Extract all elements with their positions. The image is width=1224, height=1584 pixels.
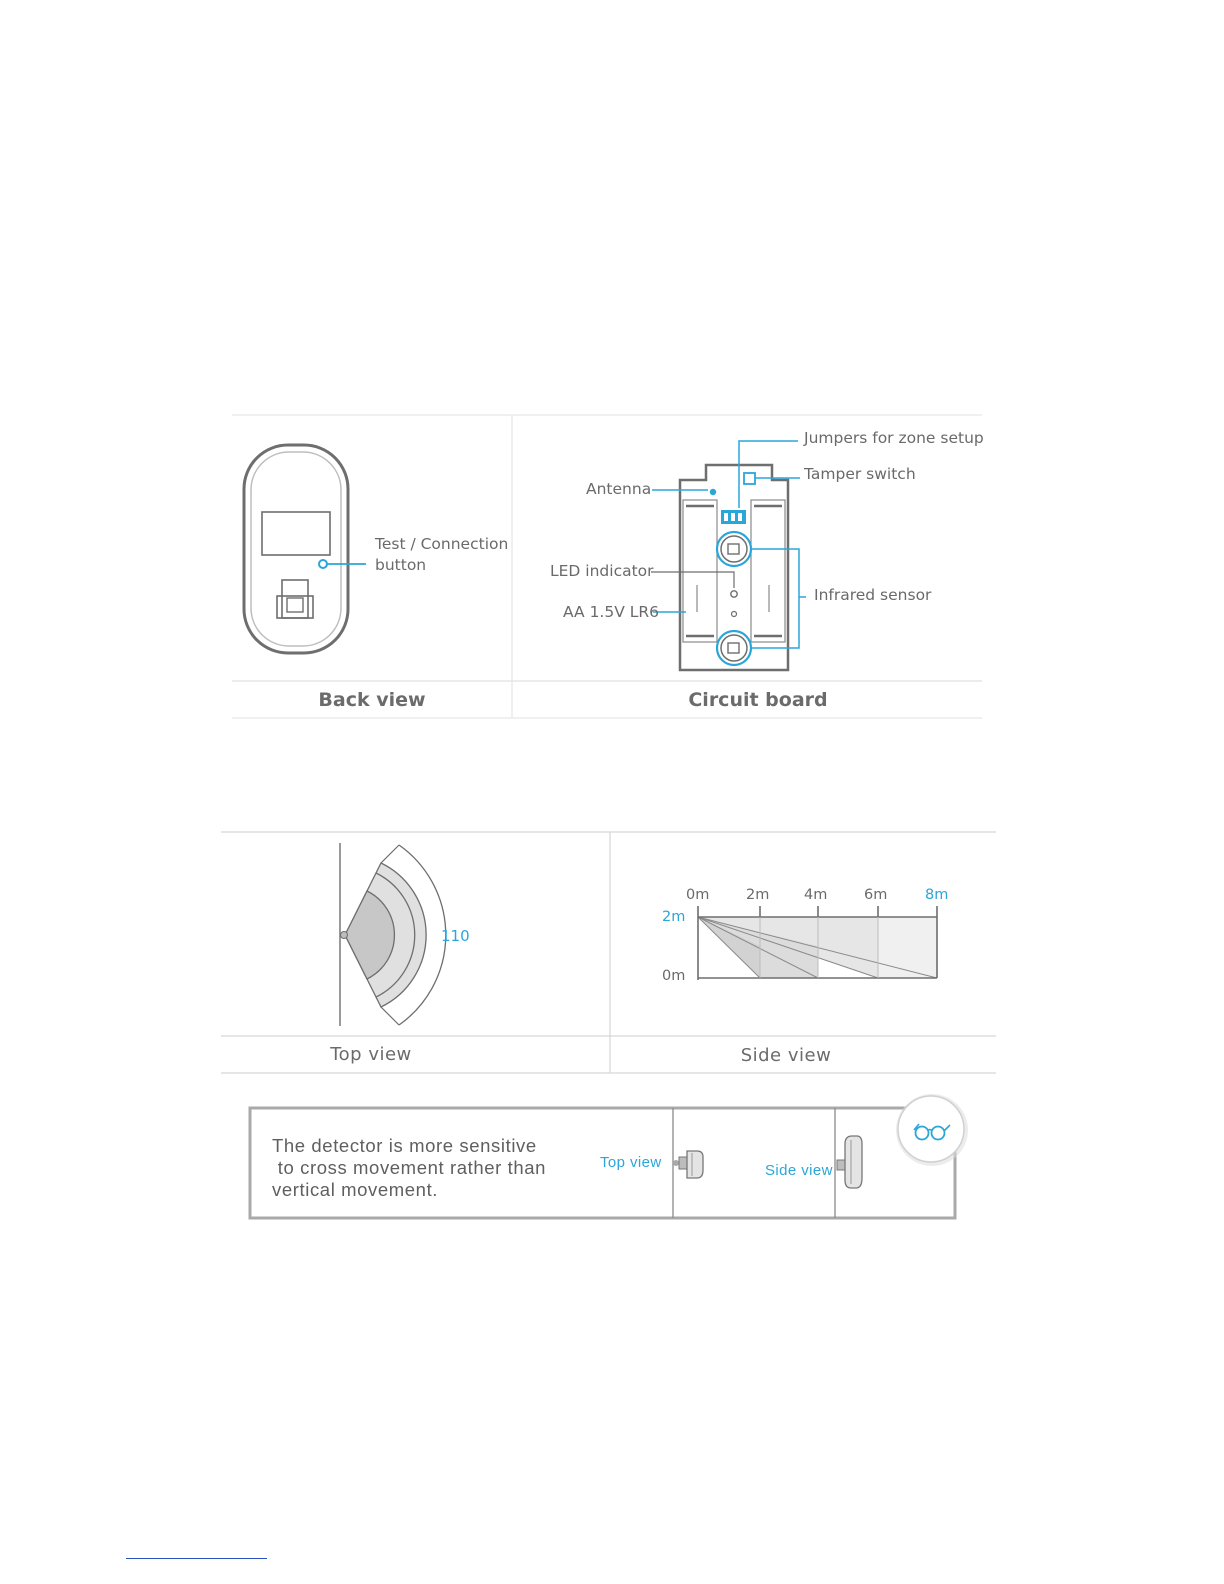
note-top-view-label: Top view	[600, 1154, 662, 1171]
note-line-3: vertical movement.	[272, 1179, 438, 1201]
note-line-2: to cross movement rather than	[272, 1157, 546, 1179]
footnote-rule	[126, 1558, 267, 1559]
glasses-icon	[896, 1094, 968, 1166]
note-line-1: The detector is more sensitive	[272, 1135, 537, 1157]
note-side-view-label: Side view	[765, 1162, 833, 1179]
